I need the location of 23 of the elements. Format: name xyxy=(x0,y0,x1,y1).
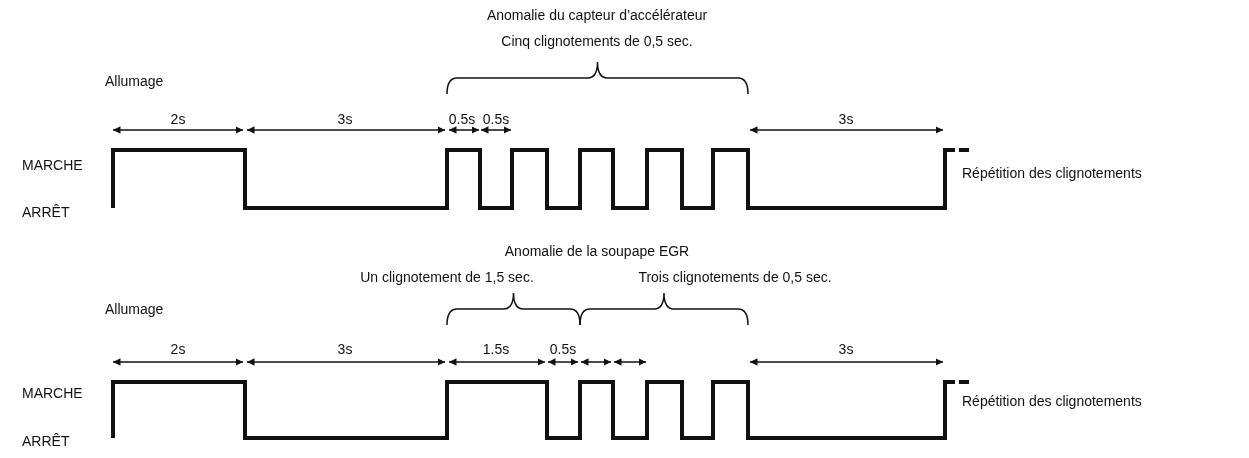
duration-label: 3s xyxy=(838,110,854,128)
blink-description: Cinq clignotements de 0,5 sec. xyxy=(501,32,693,50)
level-label: MARCHE xyxy=(22,384,83,402)
duration-label: 2s xyxy=(170,110,186,128)
duration-label: 3s xyxy=(838,340,854,358)
fault-title: Anomalie de la soupape EGR xyxy=(504,242,690,260)
level-label: ARRÊT xyxy=(22,203,70,221)
duration-label: 0.5s xyxy=(448,110,476,128)
note-text: Répétition des clignotements xyxy=(962,164,1142,182)
duration-label: 0.5s xyxy=(549,340,577,358)
duration-label: 1.5s xyxy=(482,340,510,358)
blink-description: Trois clignotements de 0,5 sec. xyxy=(638,268,832,286)
blink-description: Un clignotement de 1,5 sec. xyxy=(360,268,534,286)
duration-label: 2s xyxy=(170,340,186,358)
fault-title: Anomalie du capteur d’accélérateur xyxy=(486,6,708,24)
level-label: MARCHE xyxy=(22,156,83,174)
duration-label: 3s xyxy=(337,110,353,128)
start-label: Allumage xyxy=(105,72,164,90)
level-label: ARRÊT xyxy=(22,432,70,450)
note-text: Répétition des clignotements xyxy=(962,392,1142,410)
start-label: Allumage xyxy=(105,300,164,318)
duration-label: 3s xyxy=(337,340,353,358)
duration-label: 0.5s xyxy=(482,110,510,128)
